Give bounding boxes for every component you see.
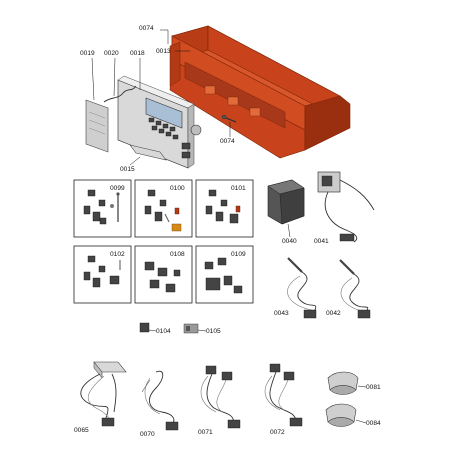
label-0041: 0041 [314,238,329,245]
label-0043: 0043 [274,310,289,317]
screw-0074[interactable] [221,114,237,123]
label-0102: 0102 [110,251,125,258]
leader-0020 [113,57,116,97]
lower-lid-0015[interactable] [129,144,167,161]
label-0099: 0099 [110,185,125,192]
connector-kit-0101[interactable] [195,179,254,238]
label-0070: 0070 [140,431,155,438]
label-0019: 0019 [80,50,95,57]
connector-kit-0109[interactable] [195,245,254,304]
cover-plate-0019[interactable] [85,99,109,153]
pad-0081[interactable] [327,371,359,395]
label-0105: 0105 [206,328,221,335]
wiring-harness-0070[interactable] [141,370,179,431]
label-0101: 0101 [231,185,246,192]
leader-0074-top [160,29,169,44]
label-0108: 0108 [170,251,185,258]
rotary-dial [190,124,202,136]
pad-0084[interactable] [325,403,357,427]
label-0015: 0015 [120,166,135,173]
label-0072: 0072 [270,429,285,436]
label-0104: 0104 [156,328,171,335]
label-0040: 0040 [282,238,297,245]
plug-0104[interactable] [139,322,150,333]
ribbon-cable-0020[interactable] [103,85,137,103]
wiring-harness-0072[interactable] [264,363,303,427]
leader-0040 [287,223,291,238]
wiring-harness-0071[interactable] [200,365,241,429]
label-0100: 0100 [170,185,185,192]
leader-0105 [197,329,207,332]
connector-kit-0099[interactable] [73,179,132,238]
label-0074-top: 0074 [139,25,154,32]
control-housing-0013[interactable] [169,25,351,159]
connector-kit-0108[interactable] [134,245,193,304]
keypad-buttons [148,117,179,140]
leader-0104 [148,329,157,332]
plug-0105[interactable] [183,323,199,334]
sensor-harness-0041[interactable] [317,171,375,243]
label-0084: 0084 [366,420,381,427]
label-0065: 0065 [74,427,89,434]
connector-kit-0100[interactable] [134,179,193,238]
label-0013: 0013 [156,48,171,55]
wiring-harness-0065[interactable] [80,361,127,427]
label-0081: 0081 [366,384,381,391]
lcd-display [145,97,183,129]
leader-0081 [357,385,367,388]
leader-0015 [129,156,141,166]
label-0074-mid: 0074 [220,138,235,145]
probe-cable-0043[interactable] [287,257,317,319]
label-0071: 0071 [198,429,213,436]
label-0109: 0109 [231,251,246,258]
label-0020: 0020 [104,50,119,57]
connector-kit-0102[interactable] [73,245,132,304]
label-0042: 0042 [326,310,341,317]
module-box-0040[interactable] [267,179,305,225]
label-0018: 0018 [130,50,145,57]
probe-cable-0042[interactable] [339,259,371,319]
leader-0019 [91,57,95,101]
leader-0084 [355,419,367,424]
